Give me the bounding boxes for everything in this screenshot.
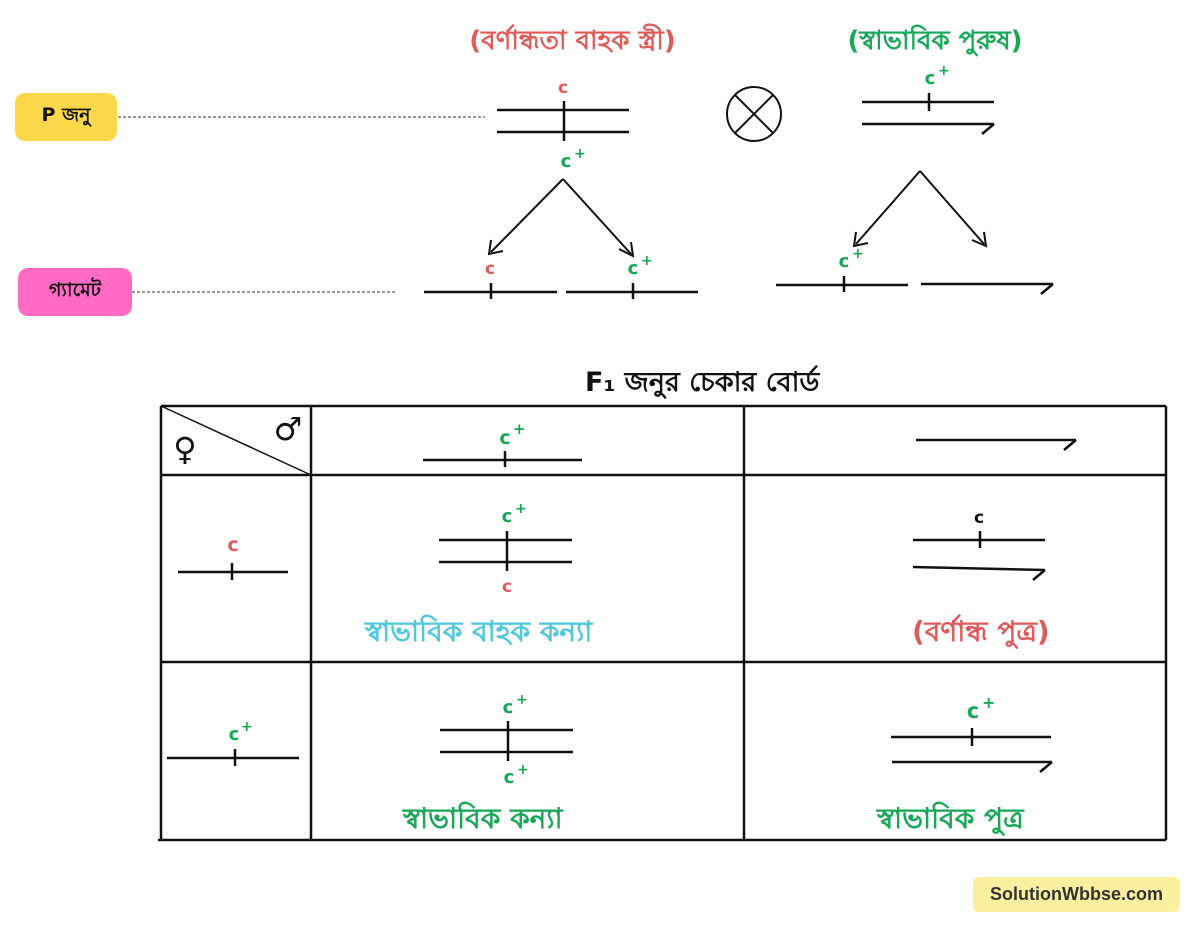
gamete-label: গ্যামেট bbox=[48, 279, 101, 301]
female-symbol-icon: ♀ bbox=[173, 430, 196, 468]
r2c1-chromosomes bbox=[440, 721, 573, 761]
r1c1-allele-top: c bbox=[502, 506, 513, 527]
female-parent-label: (বর্ণান্ধতা বাহক স্ত্রী) bbox=[469, 26, 676, 56]
r1c2-allele: c bbox=[974, 508, 984, 528]
r2c2-label: স্বাভাবিক পুত্র bbox=[877, 802, 1024, 835]
r2c2-allele: c bbox=[967, 699, 979, 723]
row1-female-chromosome bbox=[178, 563, 288, 580]
male-gamete-x bbox=[776, 276, 908, 292]
r1c2-label: (বর্ণান্ধ পুত্র) bbox=[912, 615, 1050, 648]
r1c1-allele-bottom: c bbox=[502, 577, 512, 597]
male-arrows bbox=[852, 170, 988, 248]
r1c1-allele-top-sup: + bbox=[515, 501, 527, 517]
header-male-x-allele: c bbox=[499, 427, 510, 449]
male-allele-cplus-sup: + bbox=[938, 63, 950, 79]
r2c1-allele-bottom: c bbox=[504, 767, 515, 788]
r1c1-label: স্বাভাবিক বাহক কন্যা bbox=[365, 615, 593, 648]
row2-female-chromosome bbox=[167, 749, 299, 766]
row2-female-allele-sup: + bbox=[241, 719, 253, 735]
female-gamete-2 bbox=[566, 283, 698, 299]
cross-symbol bbox=[726, 86, 782, 142]
p-generation-label: P জনু bbox=[41, 104, 91, 126]
male-parent-label: (স্বাভাবিক পুরুষ) bbox=[847, 26, 1023, 56]
checkerboard-title: F₁ জনুর চেকার বোর্ড bbox=[585, 367, 820, 398]
male-symbol-icon: ♂ bbox=[274, 410, 303, 448]
male-chromosomes bbox=[862, 93, 995, 135]
header-male-y-chromosome bbox=[916, 438, 1077, 451]
female-allele-cplus: c bbox=[561, 151, 572, 172]
female-gamete-2-allele: c bbox=[628, 258, 639, 279]
r2c1-allele-top-sup: + bbox=[516, 692, 528, 708]
female-gamete-1 bbox=[424, 283, 557, 299]
female-allele-cplus-sup: + bbox=[574, 146, 586, 162]
female-gamete-2-allele-sup: + bbox=[641, 253, 653, 269]
r1c2-chromosomes bbox=[912, 531, 1046, 581]
female-allele-c: c bbox=[558, 78, 568, 98]
header-male-x-chromosome bbox=[423, 451, 582, 467]
male-allele-cplus: c bbox=[925, 68, 936, 89]
gamete-badge: গ্যামেট bbox=[18, 268, 132, 316]
female-chromosomes bbox=[497, 101, 629, 141]
r2c1-label: স্বাভাবিক কন্যা bbox=[403, 802, 563, 835]
female-arrows bbox=[487, 178, 635, 258]
male-gamete-x-allele: c bbox=[839, 251, 850, 272]
male-gamete-x-allele-sup: + bbox=[852, 246, 864, 262]
male-gamete-y bbox=[921, 282, 1054, 295]
cross-diagram: c c + c + c c + bbox=[118, 63, 1054, 299]
r2c2-chromosomes bbox=[891, 728, 1053, 773]
p-generation-badge: P জনু bbox=[15, 93, 117, 141]
row1-female-allele: c bbox=[227, 534, 238, 556]
r2c1-allele-bottom-sup: + bbox=[517, 762, 529, 778]
row2-female-allele: c bbox=[229, 724, 240, 745]
header-male-x-allele-sup: + bbox=[513, 420, 526, 438]
watermark: SolutionWbbse.com bbox=[973, 877, 1180, 912]
r2c1-allele-top: c bbox=[503, 697, 514, 718]
female-gamete-1-allele: c bbox=[485, 259, 495, 279]
checkerboard-grid bbox=[158, 404, 1168, 842]
checkerboard: ♀ ♂ c + c c + c + c c bbox=[158, 404, 1168, 842]
r2c2-allele-sup: + bbox=[982, 693, 995, 712]
r1c1-chromosomes bbox=[439, 531, 572, 571]
